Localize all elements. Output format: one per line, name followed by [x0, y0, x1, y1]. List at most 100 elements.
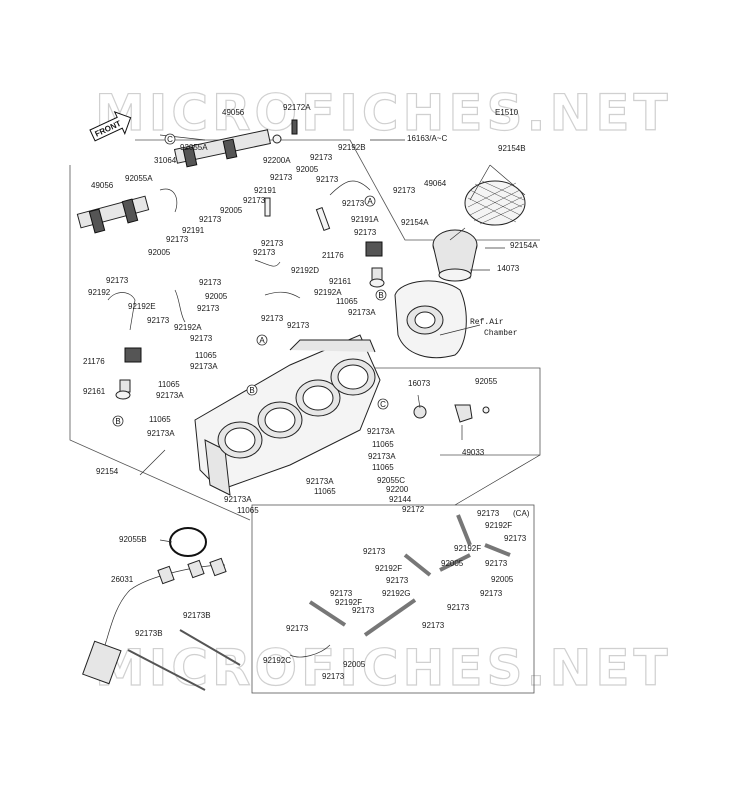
part-label-l71: 92173A	[224, 495, 252, 504]
part-label-l44: 11065	[195, 351, 217, 360]
part-label-l57: 16073	[408, 379, 431, 388]
sensor-21176-left	[115, 347, 142, 400]
part-label-l35: 11065	[336, 297, 358, 306]
part-label-l80: 92173	[363, 547, 386, 556]
ca-box	[251, 504, 535, 694]
ref-note-line2: Chamber	[484, 329, 518, 338]
ref-circle-a-upper: A	[364, 195, 376, 207]
part-label-l81: 92192F	[454, 544, 481, 553]
part-label-l58: 92055	[475, 377, 498, 386]
part-label-l38: 92173A	[348, 308, 376, 317]
part-label-l12: 92173	[316, 175, 339, 184]
part-label-l31: 92173	[199, 278, 222, 287]
throttle-body	[194, 334, 381, 496]
part-label-l74: 26031	[111, 575, 134, 584]
part-label-l48: 92173A	[156, 391, 184, 400]
part-label-l66: 92144	[389, 495, 412, 504]
part-labels: 92172A4905616163/A~C92055A92200A92192B92…	[83, 103, 538, 681]
part-label-l77: 92173	[477, 509, 500, 518]
part-label-l67: 92172	[402, 505, 425, 514]
ref-circle-b-lower: B	[112, 415, 124, 427]
part-label-l6: 92192B	[338, 143, 366, 152]
part-label-l46: 21176	[83, 357, 105, 366]
ca-box-link	[454, 454, 541, 506]
part-label-l90: 92192G	[382, 589, 410, 598]
svg-text:C: C	[380, 400, 386, 409]
part-label-l2: 49056	[222, 108, 245, 117]
part-label-l49: 92161	[83, 387, 106, 396]
part-label-l25: 92173	[261, 239, 284, 248]
part-label-l41: 92173	[287, 321, 310, 330]
part-label-l33: 92192	[88, 288, 111, 297]
sensor-21176-right	[365, 241, 385, 288]
cable-tie-1	[127, 649, 206, 691]
fuel-rail-left	[76, 195, 150, 234]
part-label-l84: 92173	[485, 559, 508, 568]
part-label-l89: 92192F	[335, 598, 362, 607]
svg-text:B: B	[378, 291, 383, 300]
part-label-l70: 11065	[314, 487, 336, 496]
hose-92192a	[264, 291, 301, 299]
pipe-ca-1	[308, 600, 347, 627]
svg-text:C: C	[167, 135, 173, 144]
pipe-ca-5	[484, 543, 511, 557]
part-label-l53: 49064	[424, 179, 447, 188]
ca-note: (CA)	[513, 509, 530, 518]
part-label-l92: 92173	[352, 606, 375, 615]
part-label-l40: 92173	[261, 314, 284, 323]
part-label-l1: 92172A	[283, 103, 311, 112]
main-outline	[69, 165, 251, 521]
part-label-l47: 11065	[158, 380, 180, 389]
hose-92192c	[289, 644, 331, 658]
svg-text:B: B	[249, 386, 254, 395]
part-label-l68: 92154	[96, 467, 119, 476]
part-label-l88: 92173	[480, 589, 503, 598]
part-label-l79: 92173	[504, 534, 527, 543]
part-label-l93: 92173	[422, 621, 445, 630]
diagram-code: E1510	[495, 108, 519, 117]
part-label-l36: 92192E	[128, 302, 156, 311]
part-label-l76: 92173B	[183, 611, 211, 620]
part-label-l16: 92173	[243, 196, 266, 205]
part-label-l50: 11065	[149, 415, 171, 424]
air-funnel	[432, 229, 478, 282]
air-filter-element	[464, 180, 526, 226]
fuel-rail-upper	[173, 129, 271, 168]
part-label-l78: 92192F	[485, 521, 512, 530]
part-label-l7: 92173	[310, 153, 333, 162]
svg-text:A: A	[259, 336, 265, 345]
part-label-l15: 92191	[254, 186, 277, 195]
part-label-l64: 92055C	[377, 476, 405, 485]
part-label-l37: 92173	[197, 304, 220, 313]
hose-92192	[107, 292, 136, 331]
hose-92192b	[329, 180, 371, 196]
part-label-l4: 92055A	[180, 143, 208, 152]
part-label-l87: 92173	[447, 603, 470, 612]
part-label-l26: 21176	[322, 251, 344, 260]
washer-92200a	[272, 134, 282, 144]
pipe-92191	[264, 197, 271, 217]
part-label-l18: 92173	[342, 199, 365, 208]
hose-92192e	[174, 289, 186, 323]
part-label-l60: 92173A	[367, 427, 395, 436]
part-label-l56: 14073	[497, 264, 520, 273]
part-label-l59: 49033	[462, 448, 485, 457]
ref-circle-a-lower: A	[256, 334, 268, 346]
part-label-l97: 92173	[322, 672, 345, 681]
part-label-l13: 92173	[393, 186, 416, 195]
part-label-l34: 92005	[205, 292, 228, 301]
part-label-l9: 92173	[270, 173, 293, 182]
part-label-l30: 92173	[106, 276, 129, 285]
bolt-92172a	[291, 119, 298, 135]
ref-circle-b-upper: B	[375, 289, 387, 301]
watermark-top: MICROFICHES.NET	[95, 84, 672, 142]
pipe-92191a	[315, 206, 331, 232]
part-label-l63: 11065	[372, 463, 394, 472]
part-label-l19: 92191A	[351, 215, 379, 224]
part-label-l3: 16163/A~C	[407, 134, 447, 143]
part-label-l73: 92055B	[119, 535, 147, 544]
pipe-ca-4	[456, 514, 472, 546]
ref-circle-c-lower: C	[377, 398, 389, 410]
air-chamber-ref	[394, 280, 467, 359]
part-label-l51: 92173A	[147, 429, 175, 438]
